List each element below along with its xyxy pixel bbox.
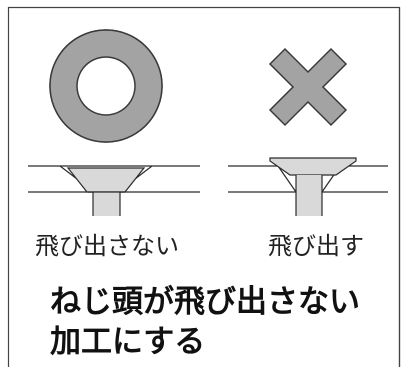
caption-line-1: ねじ頭が飛び出さない [50, 284, 360, 320]
circle-mark-ring [49, 29, 163, 143]
cross-mark-icon [268, 47, 348, 127]
protruding-screw-illustration [228, 157, 388, 216]
flush-screw-illustration [28, 165, 200, 216]
caption-line-2: 加工にする [50, 324, 206, 360]
flush-label: 飛び出さない [35, 232, 179, 260]
protruding-label: 飛び出す [268, 232, 364, 260]
